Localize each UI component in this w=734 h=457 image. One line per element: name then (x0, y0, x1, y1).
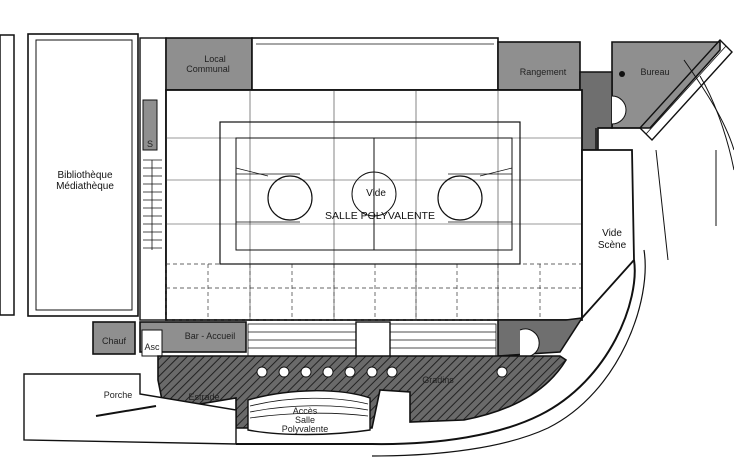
stair-column: S (139, 37, 167, 321)
vide-scene: Vide Scène (581, 127, 640, 321)
acces-label-2: Salle (295, 415, 315, 425)
chauf-label: Chauf (102, 336, 127, 346)
bar-label: Bar - Accueil (185, 331, 236, 341)
rangement-label: Rangement (520, 67, 567, 77)
bar-accueil: Asc Bar - Accueil (139, 321, 247, 357)
salle-polyvalente-label: SALLE POLYVALENTE (325, 210, 435, 222)
ramp (639, 38, 734, 261)
local-communal-label-1: Local (204, 54, 226, 64)
top-corridor (251, 37, 499, 91)
porche: Porche (23, 373, 237, 445)
rangement-room: Rangement (497, 41, 581, 91)
foyer-tables (256, 366, 508, 378)
vide-court-label: Vide (366, 188, 386, 199)
outer-curved-wall (236, 259, 636, 446)
bibliotheque-label-1: Bibliothèque (57, 170, 112, 181)
bleachers (247, 321, 497, 359)
vide-scene-label-2: Scène (598, 240, 627, 251)
local-communal-room: Local Communal (165, 37, 253, 91)
stair-core-bottom (497, 316, 584, 357)
asc-label: Asc (144, 342, 160, 352)
local-communal-label-2: Communal (186, 64, 230, 74)
bibliotheque-label-2: Médiathèque (56, 181, 114, 192)
bureau-label: Bureau (640, 67, 669, 77)
bureau-room: Bureau (611, 41, 721, 129)
porche-label: Porche (104, 390, 133, 400)
acces-label-1: Accès (293, 406, 318, 416)
stair-label: S (147, 139, 153, 149)
acces-label-3: Polyvalente (282, 424, 329, 434)
salle-polyvalente: Vide SALLE POLYVALENTE (165, 89, 583, 321)
entrance-stairs: Accès Salle Polyvalente (247, 390, 371, 436)
basketball-court (219, 121, 521, 265)
column-marker (619, 71, 625, 77)
chauf-room: Chauf (92, 321, 136, 355)
vide-scene-label-1: Vide (602, 228, 622, 239)
estrade-label: Estrade (188, 392, 219, 402)
gradins-label: Gradins (422, 375, 454, 385)
bibliotheque-block: Bibliothèque Médiathèque (0, 33, 139, 317)
